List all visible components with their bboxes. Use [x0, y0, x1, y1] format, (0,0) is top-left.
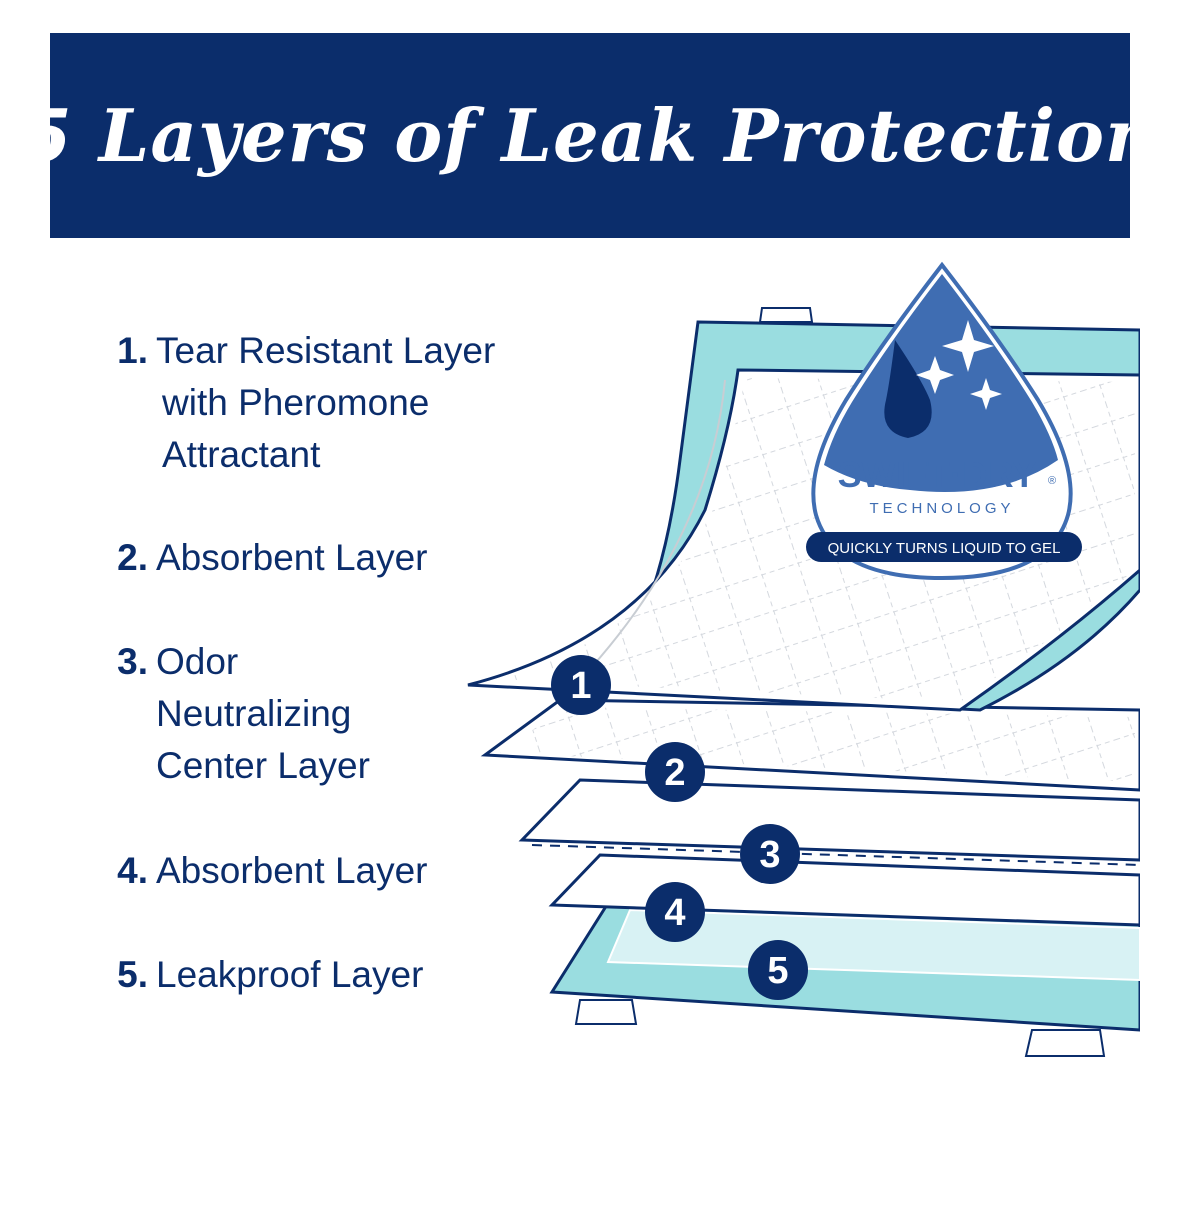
layer-3-shape [518, 778, 1140, 862]
layer-label-line: Absorbent Layer [156, 537, 428, 578]
title-banner: 5 Layers of Leak Protection [22, 33, 1157, 238]
layer-label-line: Tear Resistant Layer [156, 330, 496, 371]
layer-badge-3: 3 [740, 824, 800, 884]
layer-label: Absorbent Layer [148, 845, 428, 897]
badge-number: 5 [767, 950, 788, 992]
layer-label: Odor Neutralizing Center Layer [148, 636, 370, 792]
layer-label-line: Neutralizing [156, 693, 352, 734]
layer-number: 1. [117, 330, 148, 371]
layer-label: Leakproof Layer [148, 949, 423, 1001]
layer-label-line: with Pheromone [162, 382, 430, 423]
sparkle-icon-small [970, 378, 1002, 410]
layer-number: 3. [117, 641, 148, 682]
pad-tab-bottom-left [574, 999, 638, 1025]
layer-label: Absorbent Layer [148, 532, 428, 584]
layer-badge-5: 5 [748, 940, 808, 1000]
layer-label: Tear Resistant Layer with Pheromone Attr… [148, 325, 495, 481]
pad-tab-top [758, 307, 814, 323]
layer-badge-2: 2 [645, 742, 705, 802]
brand-name: SWIFT·DRY [838, 454, 1037, 495]
layer-label-line: Odor [156, 641, 239, 682]
swift-dry-badge: SWIFT·DRY ® TECHNOLOGY QUICKLY TURNS LIQ… [806, 261, 1082, 581]
layer-list-item-1: 1. Tear Resistant Layer with Pheromone A… [100, 325, 495, 481]
layer-number: 4. [117, 850, 148, 891]
sparkle-icon [942, 320, 994, 372]
sparkle-icon-medium [916, 356, 954, 394]
layer-number: 5. [117, 954, 148, 995]
pad-layers-diagram: 1 2 3 4 5 SWIFT·DRY ® TECHNOLOGY QUICKLY… [467, 261, 1140, 1057]
brand-subtitle: TECHNOLOGY [869, 500, 1014, 517]
layer-list-item-4: 4. Absorbent Layer [100, 845, 428, 897]
brand-tagline: QUICKLY TURNS LIQUID TO GEL [828, 540, 1061, 557]
layer-list-item-5: 5. Leakproof Layer [100, 949, 423, 1001]
banner-title: 5 Layers of Leak Protection [21, 93, 1159, 178]
layer-label-line: Center Layer [156, 745, 370, 786]
pad-tab-bottom-right [1024, 1029, 1106, 1057]
badge-number: 3 [759, 834, 780, 876]
badge-number: 1 [570, 665, 591, 707]
layer-badge-4: 4 [645, 882, 705, 942]
badge-number: 2 [664, 752, 685, 794]
layer-label-line: Attractant [162, 434, 321, 475]
registered-mark: ® [1048, 475, 1056, 487]
layer-5-inner [606, 908, 1140, 982]
layer-label-line: Absorbent Layer [156, 850, 428, 891]
drop-fill [824, 274, 1058, 492]
tagline-pill [806, 532, 1082, 562]
layer-list-item-3: 3. Odor Neutralizing Center Layer [100, 636, 370, 792]
layer-2-quilt [500, 707, 1135, 782]
layer-label-line: Leakproof Layer [156, 954, 424, 995]
layer-1-fold [579, 379, 726, 681]
layer-3-dash [531, 844, 1140, 866]
layer-number: 2. [117, 537, 148, 578]
layer-list-item-2: 2. Absorbent Layer [100, 532, 428, 584]
badge-number: 4 [664, 892, 685, 934]
layer-badge-1: 1 [551, 655, 611, 715]
small-drop-icon [884, 340, 932, 438]
